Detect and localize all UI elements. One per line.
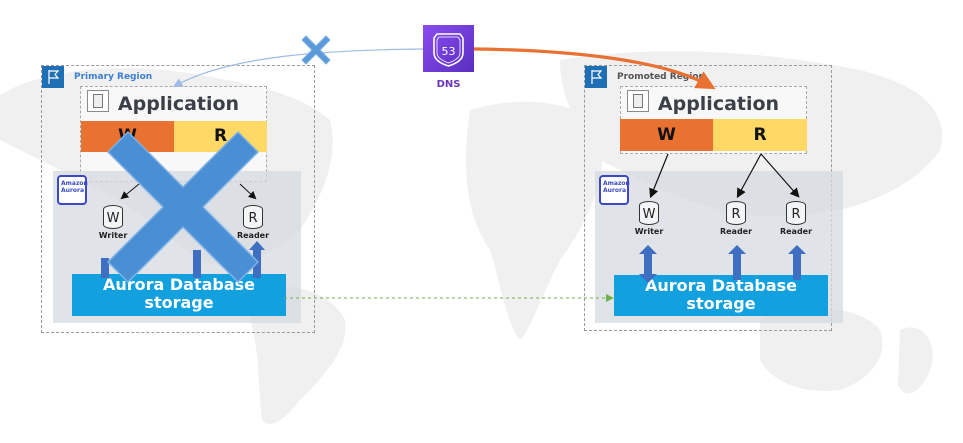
reader-instance[interactable]: R Reader [779,201,813,247]
old-dns-route-line [172,48,424,88]
region-flag-icon [42,66,64,88]
amazon-aurora-badge: Amazon Aurora [599,175,630,205]
instance-label: Writer [634,227,664,236]
dns-route53-icon[interactable]: 53 [423,25,474,72]
database-icon: R [243,205,263,229]
failover-dns-route-arrow [473,47,716,90]
instance-label: Writer [98,231,128,240]
reader-instance[interactable]: R Reader [719,201,753,247]
storage-label-line1: Aurora Database [644,276,798,295]
writer-instance[interactable]: W Writer [632,201,666,247]
instance-label: Reader [236,231,270,240]
promoted-region-label: Promoted Region [617,72,705,82]
writer-instance[interactable]: W Writer [96,205,130,251]
promoted-aurora-cluster: Amazon Aurora W Writer R Reader R Reader… [595,171,843,323]
writer-endpoint-bar[interactable]: W [620,119,713,151]
storage-label-line2: storage [144,293,214,312]
application-title: Application [117,93,240,115]
region-failure-x-icon [106,130,260,284]
reader-endpoint-bar[interactable]: R [713,119,807,151]
route-failure-x-icon [301,35,331,65]
application-title: Application [657,93,780,115]
reader-storage-arrow [728,245,746,280]
map-islands [898,327,933,394]
map-australia [760,307,883,391]
server-icon [87,90,109,112]
primary-reader-arrow [239,183,257,200]
instance-label: Reader [719,227,753,236]
reader-storage-arrow [788,245,806,280]
promoted-aurora-storage: Aurora Database storage [614,275,828,316]
primary-region: Primary Region Application W R Amazon Au… [41,65,315,333]
database-icon: R [786,201,806,225]
database-icon: W [639,201,659,225]
database-icon: W [103,205,123,229]
instance-label: Reader [779,227,813,236]
primary-writer-arrow [120,183,140,200]
promoted-reader-arrow [736,153,762,199]
promoted-writer-arrow [649,153,669,199]
primary-aurora-storage: Aurora Database storage [72,274,286,316]
primary-writer-storage-link [101,258,109,278]
amazon-aurora-badge: Amazon Aurora [57,175,88,205]
reader-instance[interactable]: R Reader [236,205,270,251]
region-flag-icon [585,66,607,88]
server-icon [627,90,649,112]
storage-label-line1: Aurora Database [102,275,256,294]
dns-badge-text: 53 [442,45,456,58]
promoted-region: Promoted Region Application W R Amazon A… [584,65,843,331]
map-europe-africa [466,101,603,340]
writer-storage-bidirectional-arrow [639,245,657,283]
promoted-reader-arrow [760,153,800,198]
storage-label-line2: storage [686,294,756,313]
primary-region-label: Primary Region [74,72,153,82]
dns-label: DNS [436,79,461,90]
primary-reader-storage-link [193,250,201,278]
database-icon: R [726,201,746,225]
